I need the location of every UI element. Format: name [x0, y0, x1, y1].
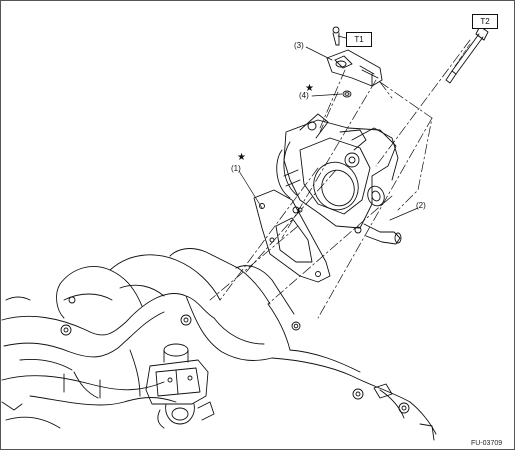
throttle-position-sensor	[326, 49, 383, 87]
screw-t1	[332, 26, 340, 46]
phantom-outline	[379, 81, 433, 211]
leader-t1	[337, 35, 347, 39]
callout-part1: (1)	[231, 164, 241, 173]
leader-part4	[311, 93, 343, 97]
leader-part3	[305, 46, 333, 61]
assembly-centerlines	[209, 39, 471, 319]
figure-code: FU-03709	[471, 440, 503, 447]
throttle-body	[276, 113, 402, 245]
star-symbol-part4: ★	[305, 83, 314, 94]
intake-manifold	[1, 248, 437, 441]
valve-actuator	[145, 343, 215, 429]
torque-label-t1: T1	[346, 32, 372, 47]
torque-label-t2: T2	[472, 14, 498, 29]
bolt-t2	[445, 25, 489, 84]
leader-part1	[238, 170, 263, 209]
gasket	[253, 189, 331, 283]
leader-part2	[389, 207, 419, 221]
callout-part4: (4)	[299, 91, 309, 100]
callout-part2: (2)	[416, 201, 426, 210]
star-symbol-part1: ★	[237, 152, 246, 163]
callout-part3: (3)	[294, 41, 304, 50]
o-ring	[342, 90, 352, 98]
